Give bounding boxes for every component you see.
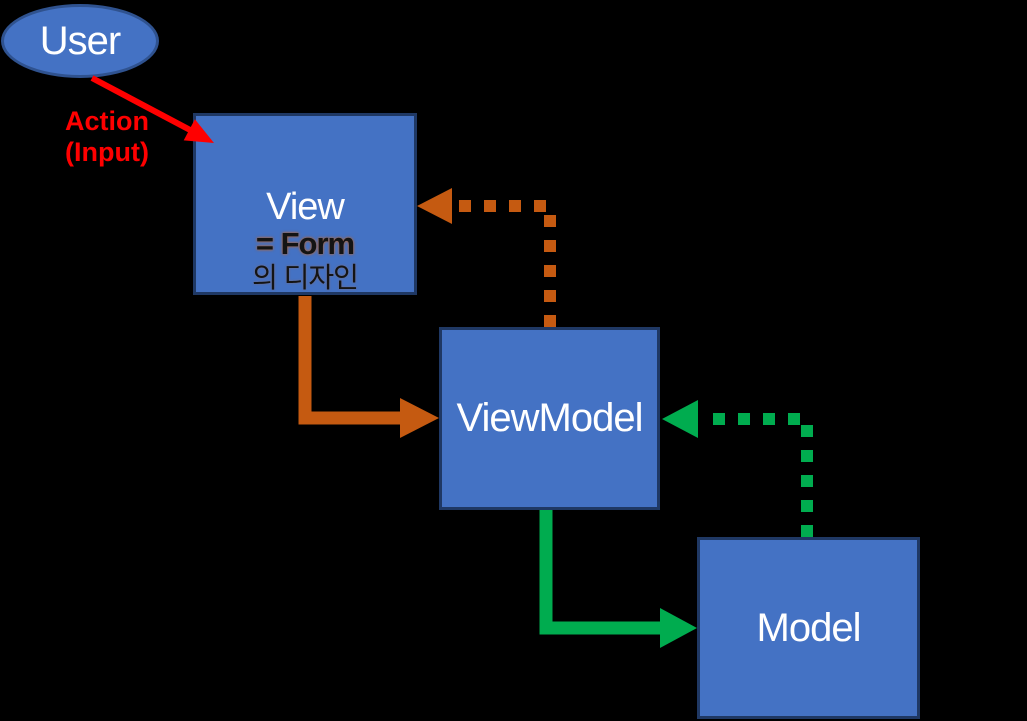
user-label: User	[39, 18, 121, 63]
viewmodel-to-view-dashed-shaft	[456, 200, 556, 327]
view-korean-label: 의 디자인	[252, 262, 359, 293]
user-ellipse-node: User	[1, 4, 159, 78]
viewmodel-to-view-dashed-arrow	[417, 188, 556, 327]
model-to-viewmodel-dashed-shaft	[700, 413, 813, 537]
model-node: Model	[697, 537, 920, 719]
action-annotation-line1: Action	[65, 106, 149, 136]
model-to-viewmodel-dashed-head	[662, 400, 698, 438]
viewmodel-to-model-arrow	[539, 510, 697, 648]
viewmodel-to-model-arrow-head	[660, 608, 697, 648]
view-to-viewmodel-arrow	[298, 296, 439, 438]
view-form-label: = Form	[255, 226, 355, 261]
viewmodel-to-view-dashed-head	[417, 188, 452, 224]
view-to-viewmodel-arrow-shaft	[298, 296, 402, 425]
action-input-annotation: Action (Input)	[65, 106, 149, 168]
model-to-viewmodel-dashed-arrow	[662, 400, 813, 537]
view-node: View = Form 의 디자인	[193, 113, 417, 295]
viewmodel-label: ViewModel	[456, 396, 644, 440]
view-label: View	[266, 186, 345, 228]
model-label: Model	[756, 605, 862, 650]
viewmodel-node: ViewModel	[439, 327, 660, 510]
view-to-viewmodel-arrow-head	[400, 398, 439, 438]
action-annotation-line2: (Input)	[65, 137, 149, 167]
viewmodel-to-model-arrow-shaft	[539, 510, 662, 635]
